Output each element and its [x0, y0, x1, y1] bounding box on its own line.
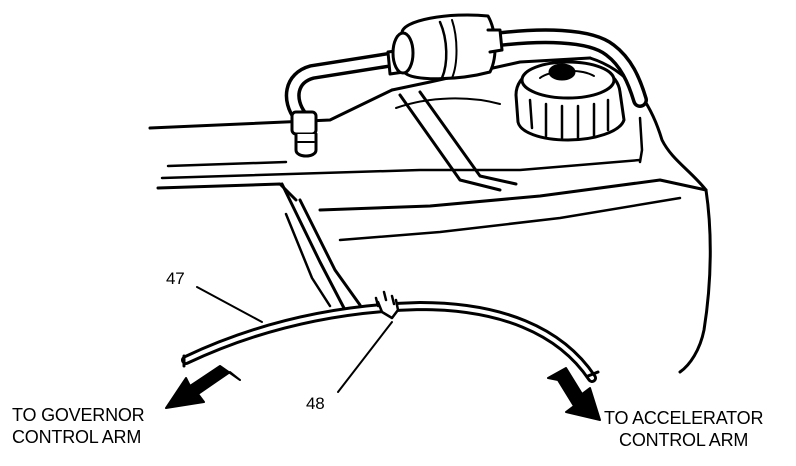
accelerator-direction-label: TO ACCELERATOR CONTROL ARM	[604, 407, 763, 451]
governor-label-line-1: TO GOVERNOR	[12, 405, 145, 425]
governor-direction-label: TO GOVERNOR CONTROL ARM	[12, 404, 145, 448]
callout-48-leader	[337, 321, 393, 393]
fuel-filter	[386, 13, 504, 81]
fuel-tank	[148, 56, 712, 374]
accelerator-label-line-2: CONTROL ARM	[619, 430, 749, 450]
throttle-cable	[181, 301, 600, 383]
hose-fitting	[290, 110, 318, 158]
fuel-line	[284, 28, 648, 158]
filler-cap	[514, 60, 626, 142]
callout-47-label: 47	[166, 269, 185, 288]
callout-48-label: 48	[306, 394, 325, 413]
accelerator-arrow-icon	[547, 367, 601, 421]
accelerator-label-line-1: TO ACCELERATOR	[604, 408, 764, 428]
cable-clip	[374, 290, 400, 320]
callout-47-leader	[196, 286, 263, 323]
governor-label-line-2: CONTROL ARM	[12, 427, 142, 447]
governor-arrow-icon	[165, 365, 241, 409]
